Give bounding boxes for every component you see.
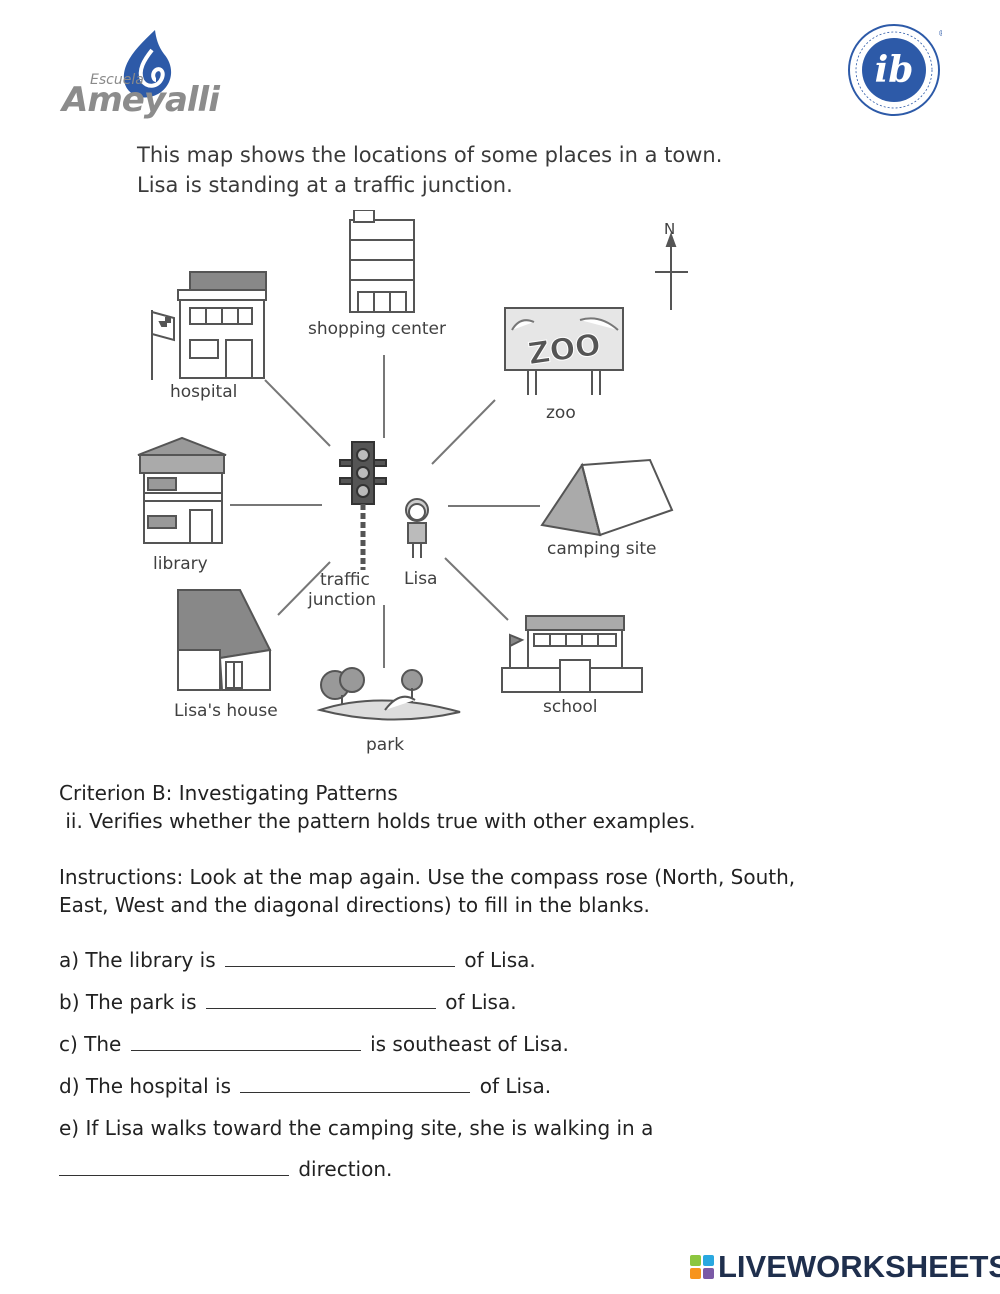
compass-north-label: N: [664, 220, 676, 238]
map-intro: This map shows the locations of some pla…: [137, 140, 857, 200]
label-zoo: zoo: [546, 403, 576, 423]
liveworksheets-wordmark: LIVEWORKSHEETS: [718, 1249, 1000, 1284]
label-shopping-center: shopping center: [308, 319, 447, 339]
shopping-center-building-icon: [349, 210, 415, 313]
question-d: d) The hospital is of Lisa.: [59, 1072, 551, 1100]
question-b-suffix: of Lisa.: [445, 990, 517, 1014]
ib-world-school-logo: ib ®: [846, 22, 946, 118]
park-trees-icon: [316, 667, 461, 721]
compass-rose-icon: [655, 232, 688, 310]
question-a-prefix: a) The library is: [59, 948, 216, 972]
intro-line1: This map shows the locations of some pla…: [137, 143, 723, 167]
map-spokes: [230, 355, 540, 668]
lisas-house-icon: [177, 589, 272, 691]
town-map-illustration: ZOO: [137, 210, 688, 721]
question-a: a) The library is of Lisa.: [59, 946, 536, 974]
liveworksheets-logo-icon: [690, 1255, 714, 1279]
question-e-suffix: direction.: [298, 1157, 393, 1181]
school-building-icon: [501, 615, 643, 693]
instructions-line1: Instructions: Look at the map again. Use…: [59, 865, 796, 889]
label-library: library: [153, 554, 208, 574]
answer-a-blank[interactable]: [225, 946, 456, 967]
label-school: school: [543, 697, 598, 717]
label-lisas-house: Lisa's house: [174, 701, 278, 721]
label-traffic: traffic: [320, 570, 370, 590]
question-d-prefix: d) The hospital is: [59, 1074, 231, 1098]
label-junction: junction: [308, 590, 377, 610]
traffic-light-icon: [339, 441, 387, 570]
zoo-sign-icon: ZOO: [504, 307, 624, 395]
svg-text:ib: ib: [875, 49, 914, 91]
question-e: e) If Lisa walks toward the camping site…: [59, 1116, 654, 1140]
question-c-suffix: is southeast of Lisa.: [370, 1032, 569, 1056]
question-e-line2: direction.: [56, 1155, 392, 1183]
label-hospital: hospital: [170, 382, 238, 402]
label-camping-site: camping site: [547, 539, 657, 559]
question-b: b) The park is of Lisa.: [59, 988, 517, 1016]
hospital-building-icon: [151, 271, 267, 380]
criterion-subtitle: ii. Verifies whether the pattern holds t…: [59, 809, 696, 833]
question-d-suffix: of Lisa.: [479, 1074, 552, 1098]
instructions-line2: East, West and the diagonal directions) …: [59, 893, 650, 917]
question-a-suffix: of Lisa.: [464, 948, 536, 972]
water-drop-logo-icon: [123, 30, 172, 98]
answer-d-blank[interactable]: [240, 1072, 471, 1093]
intro-line2: Lisa is standing at a traffic junction.: [137, 173, 513, 197]
liveworksheets-brand[interactable]: LIVEWORKSHEETS: [690, 1249, 1000, 1284]
answer-c-blank[interactable]: [130, 1030, 361, 1051]
town-map: ZOO: [130, 210, 710, 765]
escuela-ameyalli-logo: Escuela Ameyalli: [60, 28, 220, 120]
criterion-title: Criterion B: Investigating Patterns: [59, 781, 398, 805]
logo-line2: Ameyalli: [62, 80, 220, 120]
label-lisa: Lisa: [404, 569, 438, 589]
question-b-prefix: b) The park is: [59, 990, 197, 1014]
ib-seal-icon: ib ®: [848, 24, 946, 116]
question-c-prefix: c) The: [59, 1032, 122, 1056]
logo-line1: Escuela: [90, 72, 144, 88]
question-c: c) The is southeast of Lisa.: [59, 1030, 569, 1058]
answer-e-blank[interactable]: [59, 1155, 289, 1176]
answer-b-blank[interactable]: [205, 988, 436, 1009]
camping-tent-icon: [540, 458, 674, 537]
svg-text:®: ®: [938, 29, 942, 38]
library-building-icon: [137, 436, 227, 544]
label-park: park: [366, 735, 405, 755]
lisa-girl-icon: [405, 498, 429, 558]
